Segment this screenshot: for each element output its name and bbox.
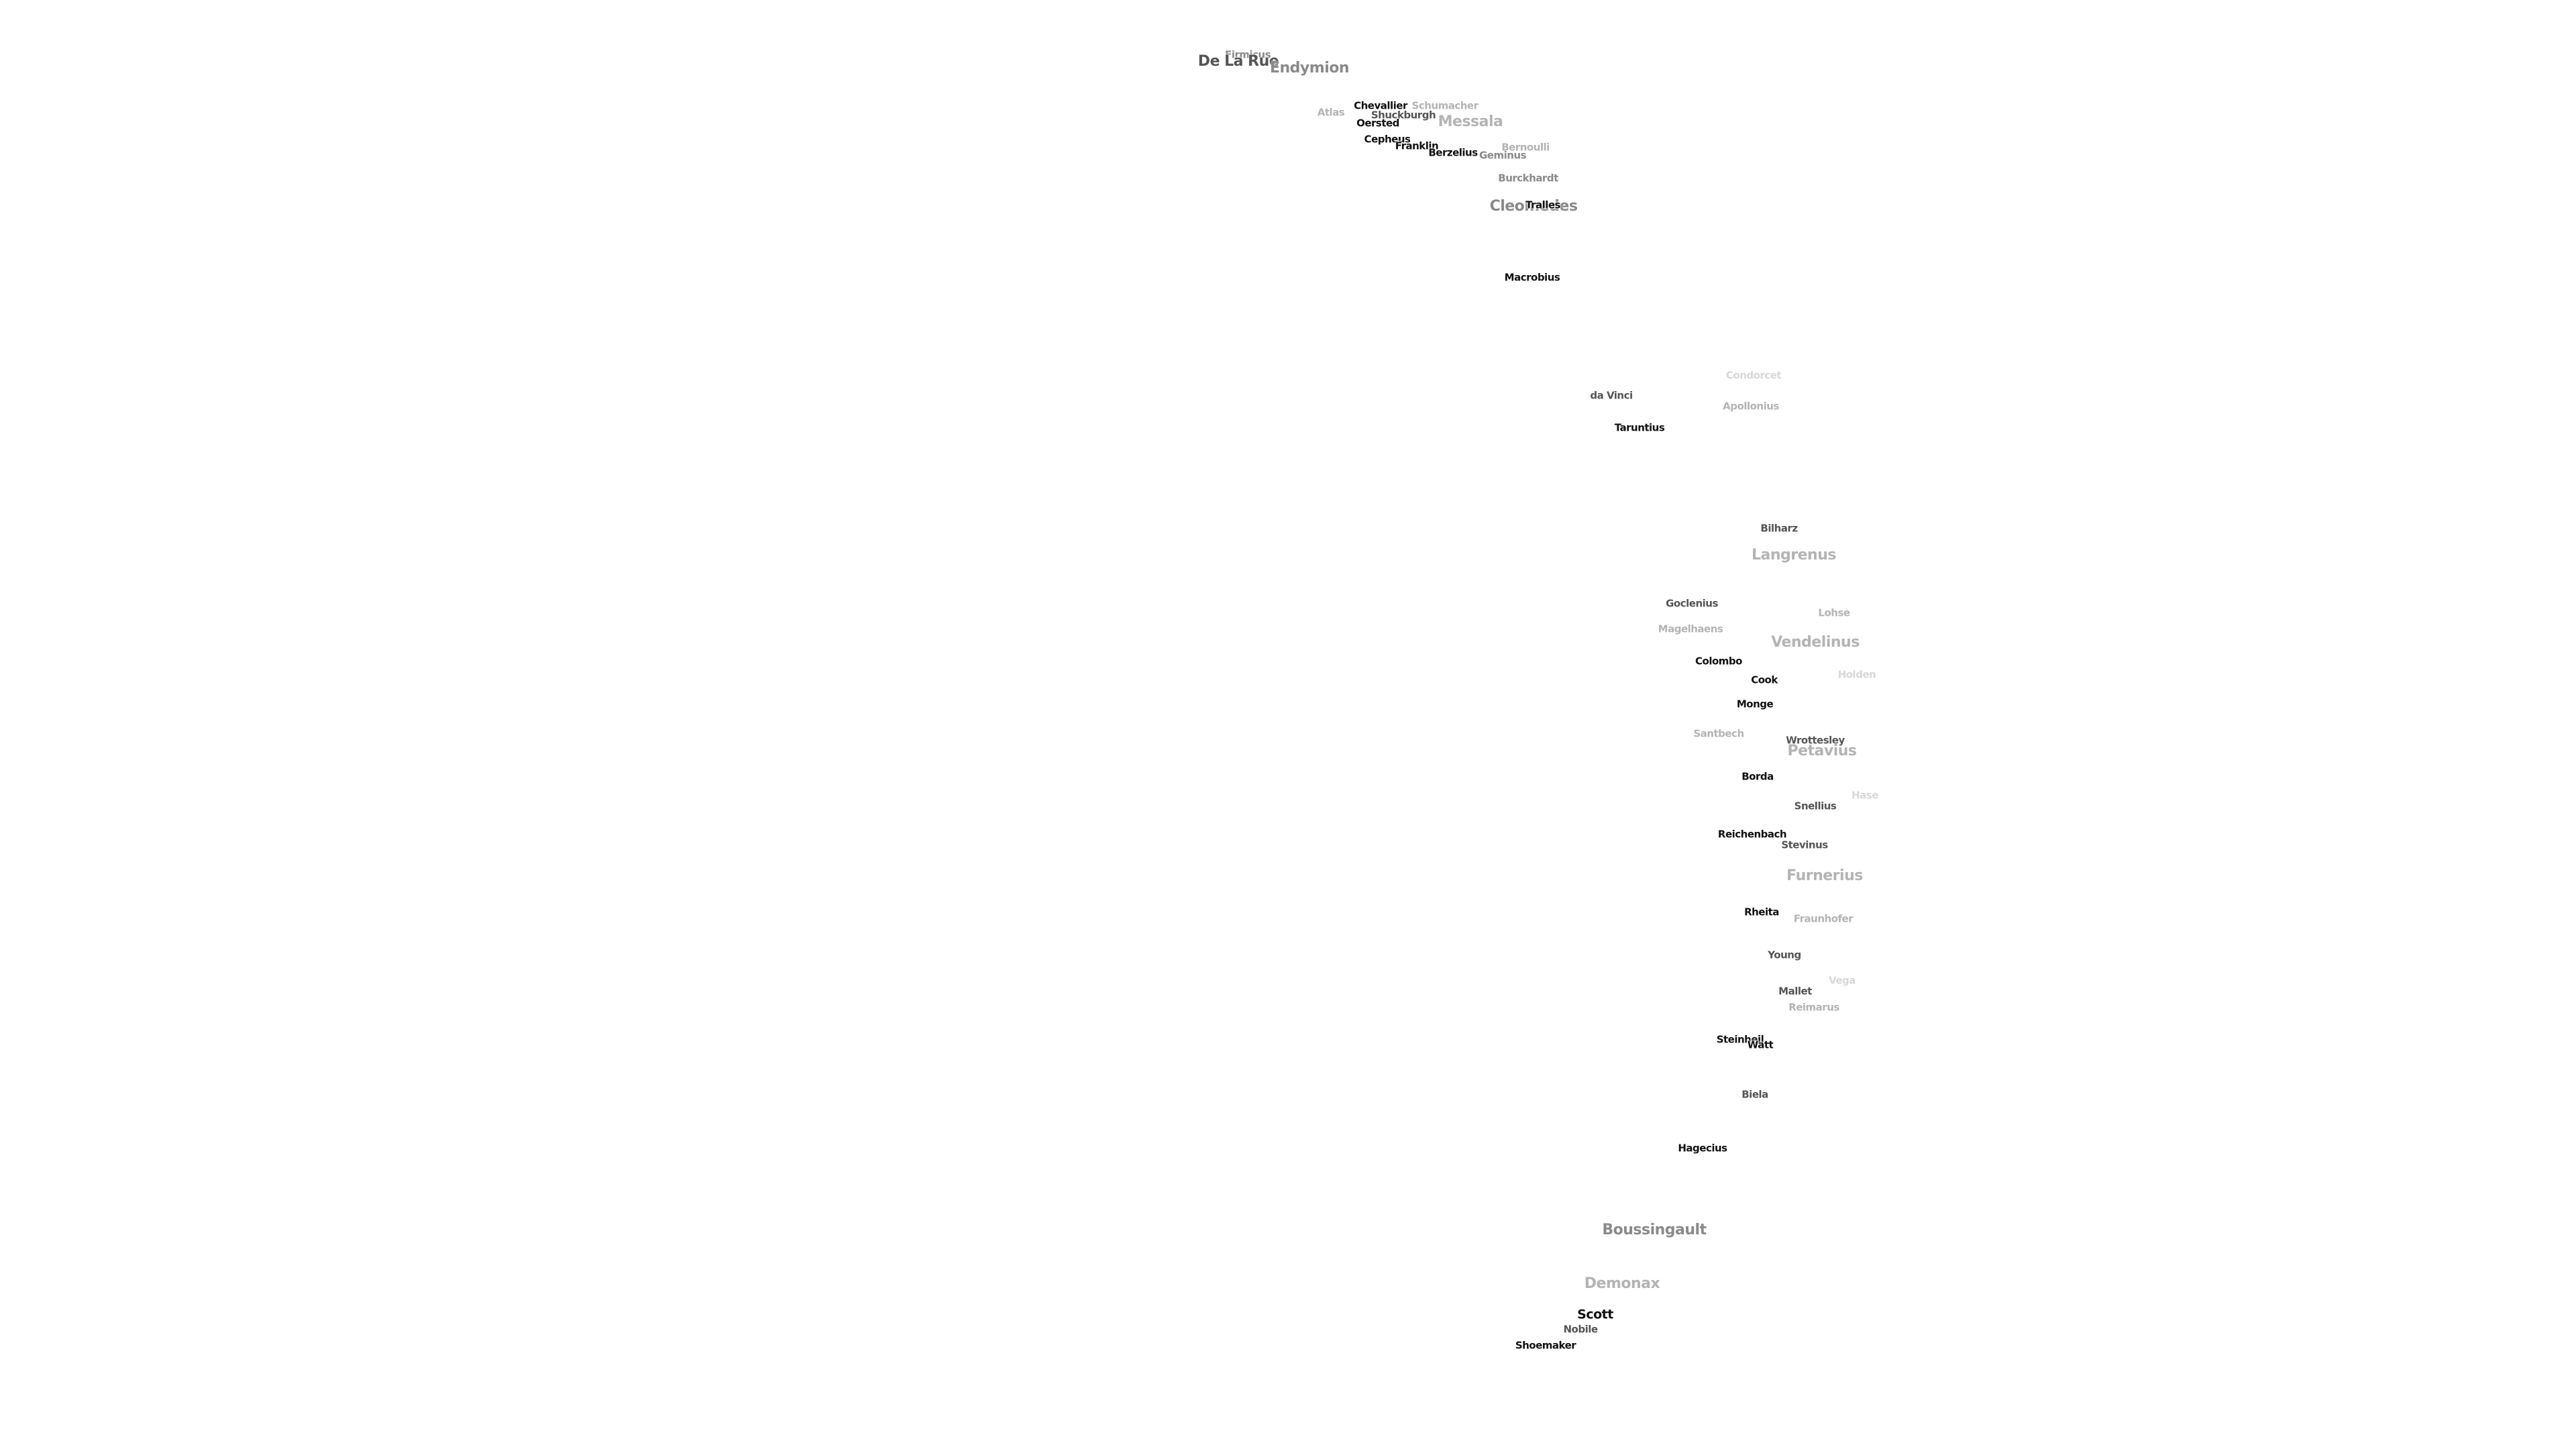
crater-label-oersted: Oersted bbox=[1356, 117, 1399, 129]
crater-label-atlas: Atlas bbox=[1317, 106, 1345, 119]
crater-label-nobile: Nobile bbox=[1563, 1323, 1598, 1336]
crater-label-tralles: Tralles bbox=[1525, 199, 1561, 211]
crater-label-furnerius: Furnerius bbox=[1786, 867, 1863, 884]
crater-label-geminus: Geminus bbox=[1479, 149, 1527, 162]
crater-label-snellius: Snellius bbox=[1794, 800, 1837, 812]
crater-label-cook: Cook bbox=[1751, 674, 1778, 686]
crater-label-steinheil: Steinheil bbox=[1716, 1033, 1764, 1046]
crater-label-da-vinci: da Vinci bbox=[1590, 389, 1633, 402]
crater-label-bilharz: Bilharz bbox=[1760, 522, 1798, 535]
crater-label-mallet: Mallet bbox=[1778, 985, 1812, 998]
crater-label-lohse: Lohse bbox=[1818, 606, 1850, 619]
crater-label-cepheus: Cepheus bbox=[1364, 133, 1411, 146]
crater-label-monge: Monge bbox=[1736, 698, 1774, 710]
crater-label-vega: Vega bbox=[1829, 974, 1856, 987]
crater-label-petavius: Petavius bbox=[1787, 743, 1857, 759]
crater-label-cleomedes: Cleomedes bbox=[1489, 198, 1578, 215]
crater-label-apollonius: Apollonius bbox=[1723, 400, 1779, 413]
crater-label-biela: Biela bbox=[1741, 1088, 1768, 1101]
crater-label-demonax: Demonax bbox=[1584, 1275, 1660, 1292]
crater-label-berzelius: Berzelius bbox=[1428, 146, 1478, 159]
crater-label-messala: Messala bbox=[1438, 113, 1503, 130]
crater-label-fraunhofer: Fraunhofer bbox=[1793, 912, 1854, 925]
crater-label-reimarus: Reimarus bbox=[1788, 1001, 1839, 1014]
crater-label-taruntius: Taruntius bbox=[1614, 421, 1665, 434]
crater-label-santbech: Santbech bbox=[1693, 727, 1744, 740]
crater-label-shuckburgh: Shuckburgh bbox=[1371, 109, 1436, 121]
crater-label-bernoulli: Bernoulli bbox=[1501, 141, 1550, 154]
crater-label-wrottesley: Wrottesley bbox=[1786, 734, 1845, 747]
crater-label-schumacher: Schumacher bbox=[1411, 99, 1479, 112]
crater-label-langrenus: Langrenus bbox=[1752, 547, 1836, 564]
crater-label-franklin: Franklin bbox=[1395, 140, 1439, 152]
crater-label-hagecius: Hagecius bbox=[1678, 1142, 1727, 1155]
crater-label-watt: Watt bbox=[1747, 1038, 1774, 1051]
crater-label-young: Young bbox=[1768, 949, 1801, 961]
crater-label-burckhardt: Burckhardt bbox=[1498, 172, 1558, 184]
crater-label-vendelinus: Vendelinus bbox=[1771, 634, 1860, 651]
crater-label-firmicus: Firmicus bbox=[1224, 48, 1271, 61]
crater-label-reichenbach: Reichenbach bbox=[1717, 828, 1787, 841]
crater-label-stevinus: Stevinus bbox=[1781, 839, 1828, 851]
crater-label-borda: Borda bbox=[1741, 770, 1774, 783]
crater-label-condorcet: Condorcet bbox=[1725, 369, 1782, 382]
crater-label-shoemaker: Shoemaker bbox=[1515, 1339, 1576, 1352]
crater-label-chevallier: Chevallier bbox=[1354, 99, 1407, 112]
crater-label-hase: Hase bbox=[1851, 789, 1878, 802]
crater-label-endymion: Endymion bbox=[1269, 60, 1350, 76]
crater-label-boussingault: Boussingault bbox=[1602, 1222, 1707, 1238]
crater-label-holden: Holden bbox=[1837, 668, 1876, 681]
crater-label-rheita: Rheita bbox=[1744, 906, 1779, 918]
crater-label-colombo: Colombo bbox=[1695, 655, 1742, 667]
crater-label-goclenius: Goclenius bbox=[1666, 597, 1718, 610]
crater-label-de-la-rue: De La Rue bbox=[1197, 53, 1279, 70]
crater-label-magelhaens: Magelhaens bbox=[1658, 623, 1723, 635]
crater-label-scott: Scott bbox=[1577, 1307, 1613, 1322]
crater-label-macrobius: Macrobius bbox=[1504, 271, 1560, 284]
